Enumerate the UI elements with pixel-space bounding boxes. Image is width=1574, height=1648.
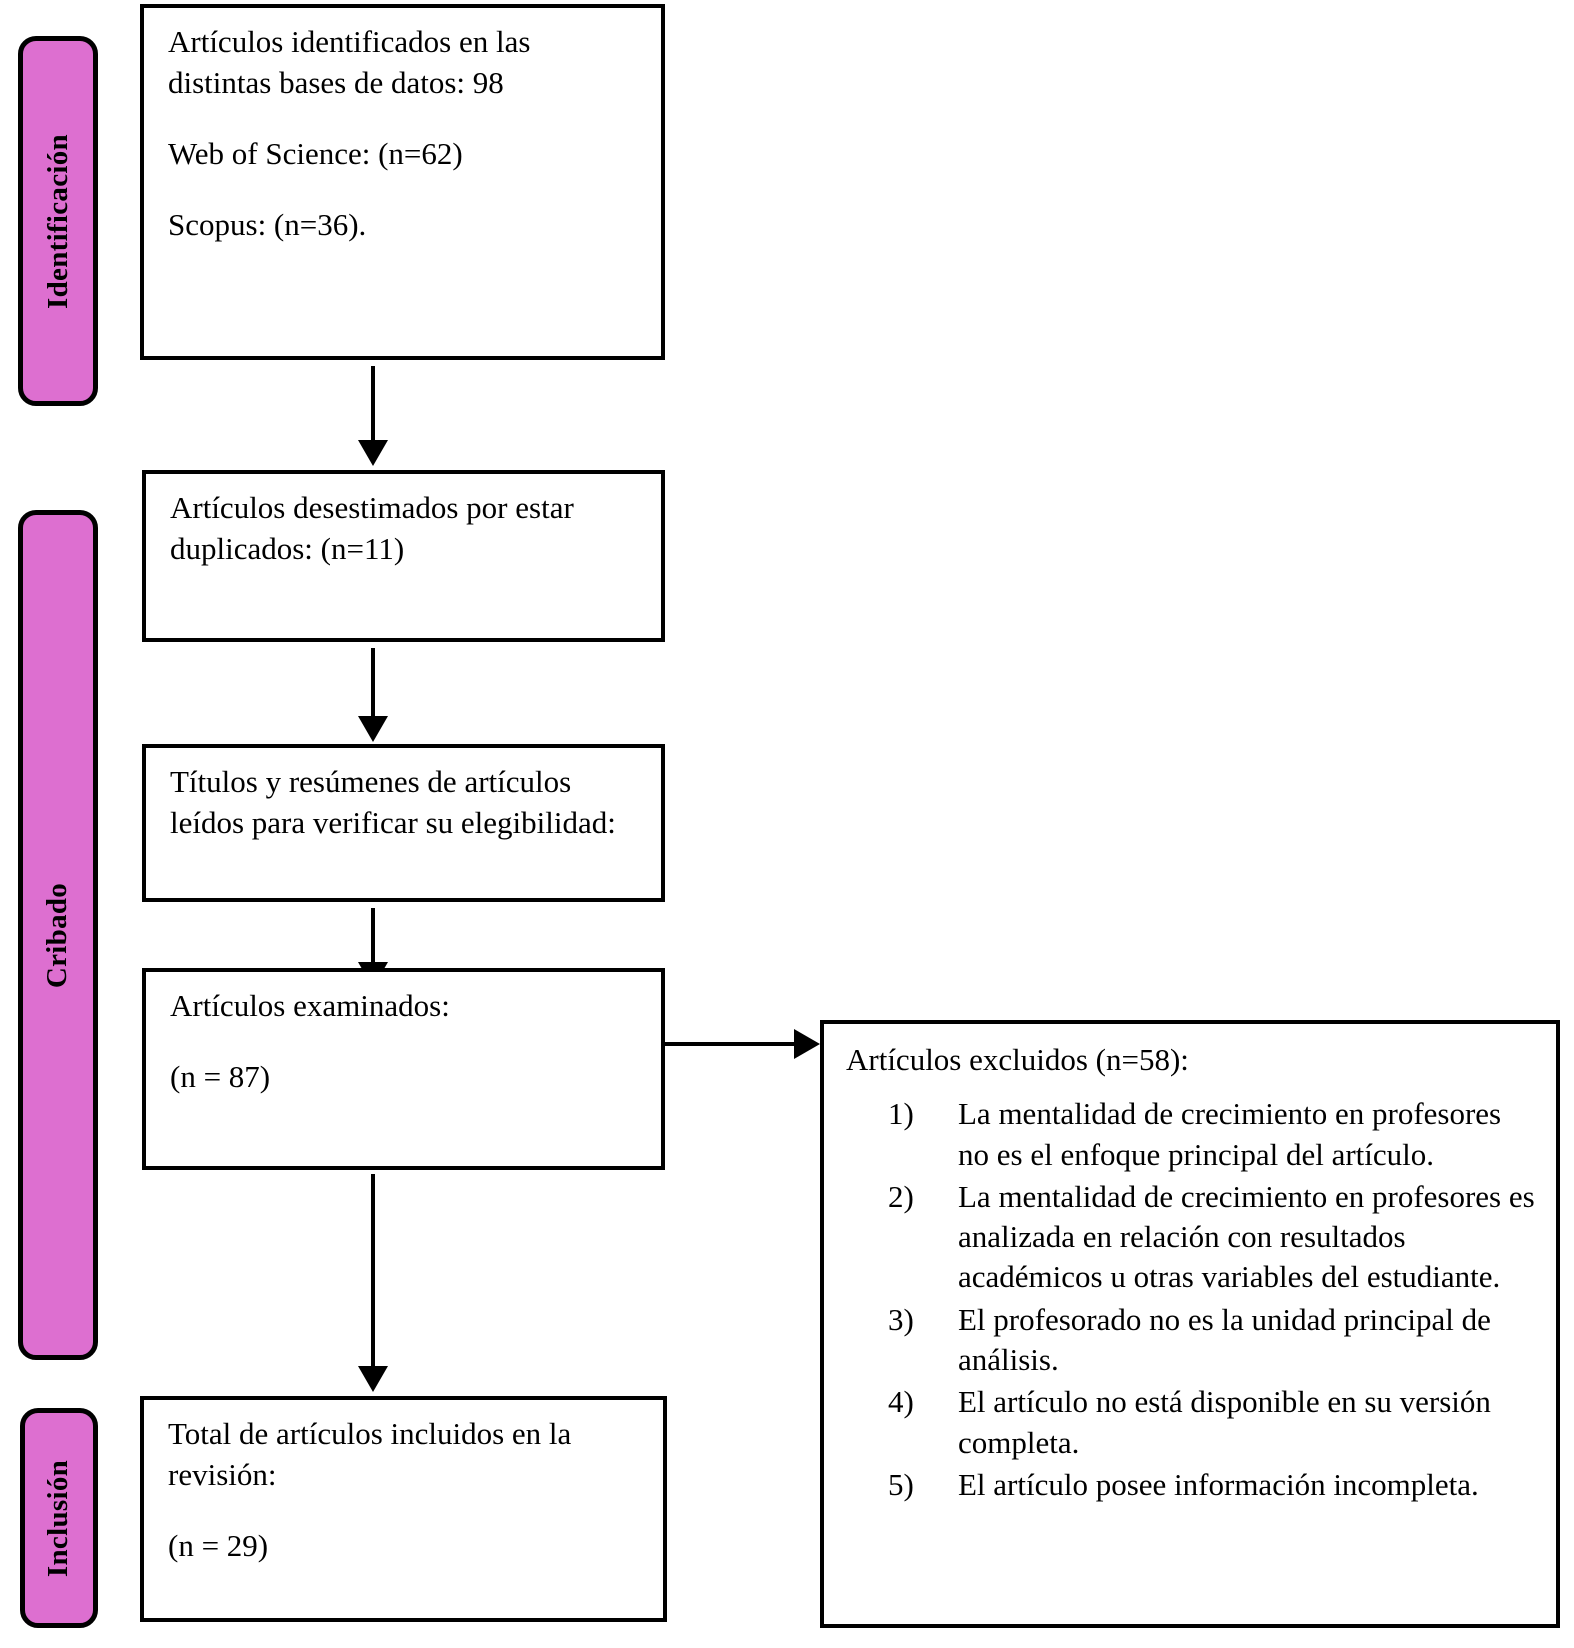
included-line-3: (n = 29) [168, 1527, 269, 1563]
stage-label-inclusion: Inclusión [42, 1459, 75, 1577]
arrow-screened-to-excluded-shaft [663, 1042, 798, 1046]
stage-label-identificacion: Identificación [41, 133, 74, 309]
box-articulos-excluidos: Artículos excluidos (n=58): La mentalida… [820, 1020, 1560, 1628]
identified-line-4: Scopus: (n=36). [168, 206, 367, 242]
included-line-2: revisión: [168, 1456, 277, 1492]
box-titulos-resumenes: Títulos y resúmenes de artículos leídos … [142, 744, 665, 902]
screened-line-1: Artículos examinados: [170, 988, 450, 1023]
stage-band-inclusion: Inclusión [20, 1408, 98, 1628]
stage-band-cribado: Cribado [18, 510, 98, 1360]
identified-line-3: Web of Science: (n=62) [168, 135, 463, 171]
arrow-screened-to-included-shaft [371, 1174, 375, 1370]
arrow-identified-to-duplicates-head [358, 440, 388, 466]
box-articulos-identificados: Artículos identificados en las distintas… [140, 4, 665, 360]
arrow-identified-to-duplicates-shaft [371, 366, 375, 442]
excluded-reason-item: El artículo posee información incompleta… [888, 1465, 1479, 1506]
box-articulos-examinados: Artículos examinados: (n = 87) [142, 968, 665, 1170]
arrow-duplicates-to-titles-shaft [371, 648, 375, 720]
stage-label-cribado: Cribado [41, 882, 74, 988]
excluded-reasons-list: La mentalidad de crecimiento en profesor… [846, 1094, 1538, 1505]
arrow-titles-to-screened-shaft [371, 908, 375, 966]
box-articulos-duplicados: Artículos desestimados por estar duplica… [142, 470, 665, 642]
stage-band-identificacion: Identificación [18, 36, 98, 406]
arrow-duplicates-to-titles-head [358, 716, 388, 742]
included-line-1: Total de artículos incluidos en la [168, 1416, 572, 1451]
titles-line-2: leídos para verificar su elegibilidad: [170, 804, 616, 840]
excluded-reason-item: El profesorado no es la unidad principal… [888, 1300, 1491, 1378]
identified-line-1: Artículos identificados en las [168, 24, 531, 59]
arrow-screened-to-included-head [358, 1366, 388, 1392]
duplicates-line-1: Artículos desestimados por estar [170, 490, 574, 525]
screened-line-2: (n = 87) [170, 1058, 271, 1094]
box-total-incluidos: Total de artículos incluidos en la revis… [140, 1396, 667, 1622]
excluded-title: Artículos excluidos (n=58): [846, 1042, 1189, 1077]
excluded-reason-item: La mentalidad de crecimiento en profesor… [888, 1094, 1502, 1172]
identified-line-2: distintas bases de datos: 98 [168, 64, 504, 100]
arrow-screened-to-excluded-head [794, 1029, 820, 1059]
duplicates-line-2: duplicados: (n=11) [170, 530, 405, 566]
excluded-reason-item: La mentalidad de crecimiento en profesor… [888, 1177, 1535, 1295]
excluded-reason-item: El artículo no está disponible en su ver… [888, 1382, 1491, 1460]
titles-line-1: Títulos y resúmenes de artículos [170, 764, 572, 799]
